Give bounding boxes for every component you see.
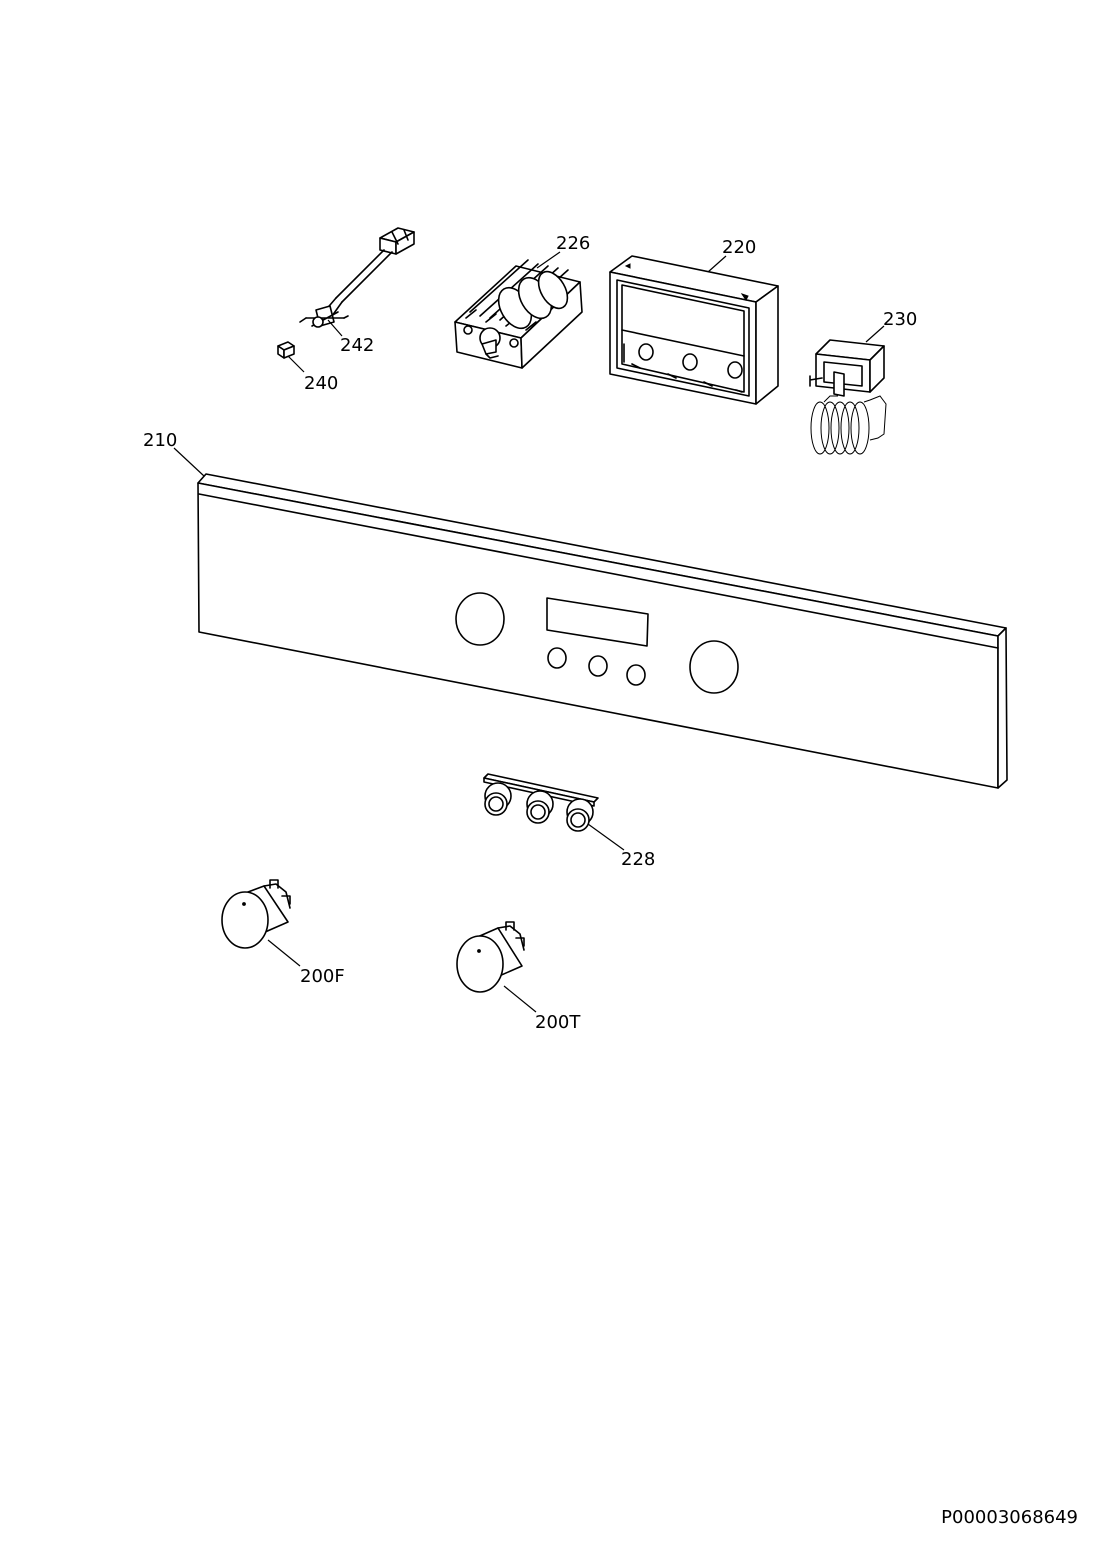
part-label-200F: 200F: [300, 966, 345, 987]
part-label-220: 220: [722, 237, 757, 258]
document-id: P00003068649: [941, 1507, 1078, 1528]
part-label-242: 242: [340, 335, 375, 356]
knob-icon: [221, 879, 291, 949]
control-panel-icon: [197, 473, 1008, 789]
clip-icon: [277, 341, 295, 359]
leader-line-240: [287, 355, 305, 373]
part-label-226: 226: [556, 233, 591, 254]
part-label-230: 230: [883, 309, 918, 330]
leader-line-210: [173, 447, 205, 477]
leader-line-220: [707, 255, 727, 273]
knob-icon: [456, 921, 525, 993]
leader-line-242: [327, 319, 343, 337]
thermostat-icon: [809, 339, 887, 455]
wire-harness-icon: [299, 227, 415, 328]
leader-line-230: [865, 325, 885, 343]
part-label-228: 228: [621, 849, 656, 870]
display-housing-icon: [609, 255, 779, 405]
leader-line-200F: [267, 939, 301, 967]
part-label-210: 210: [143, 430, 178, 451]
push-button-set-icon: [483, 773, 599, 832]
selector-switch-icon: [454, 259, 583, 369]
part-label-200T: 200T: [535, 1012, 581, 1033]
part-label-240: 240: [304, 373, 339, 394]
leader-line-200T: [503, 985, 537, 1013]
leader-line-228: [587, 823, 625, 851]
leader-line-226: [536, 251, 561, 269]
